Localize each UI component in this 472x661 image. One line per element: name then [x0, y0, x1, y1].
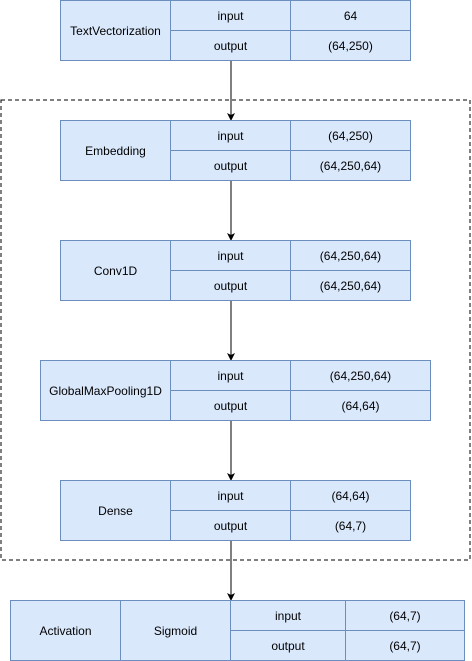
output-label: output — [170, 510, 291, 541]
input-value: (64,250,64) — [290, 360, 431, 391]
output-value: (64,250,64) — [290, 150, 411, 181]
layer-name: Activation — [10, 600, 121, 661]
input-value: (64,7) — [345, 600, 465, 631]
output-value: (64,7) — [345, 630, 465, 661]
output-label: output — [230, 630, 346, 661]
output-value: (64,64) — [290, 390, 431, 421]
output-value: (64,250) — [290, 30, 411, 61]
activation-type: Sigmoid — [120, 600, 231, 661]
layer-name: Dense — [60, 480, 171, 541]
output-label: output — [170, 150, 291, 181]
layer-name: Embedding — [60, 120, 171, 181]
input-label: input — [170, 480, 291, 511]
input-value: (64,250) — [290, 120, 411, 151]
input-label: input — [230, 600, 346, 631]
output-value: (64,7) — [290, 510, 411, 541]
input-label: input — [170, 0, 291, 31]
input-value: 64 — [290, 0, 411, 31]
output-label: output — [170, 390, 291, 421]
input-label: input — [170, 120, 291, 151]
layer-name: GlobalMaxPooling1D — [40, 360, 171, 421]
input-value: (64,250,64) — [290, 240, 411, 271]
input-label: input — [170, 360, 291, 391]
input-label: input — [170, 240, 291, 271]
model-group-boundary — [0, 99, 471, 561]
output-value: (64,250,64) — [290, 270, 411, 301]
output-label: output — [170, 30, 291, 61]
layer-name: TextVectorization — [60, 0, 171, 61]
output-label: output — [170, 270, 291, 301]
layer-name: Conv1D — [60, 240, 171, 301]
input-value: (64,64) — [290, 480, 411, 511]
